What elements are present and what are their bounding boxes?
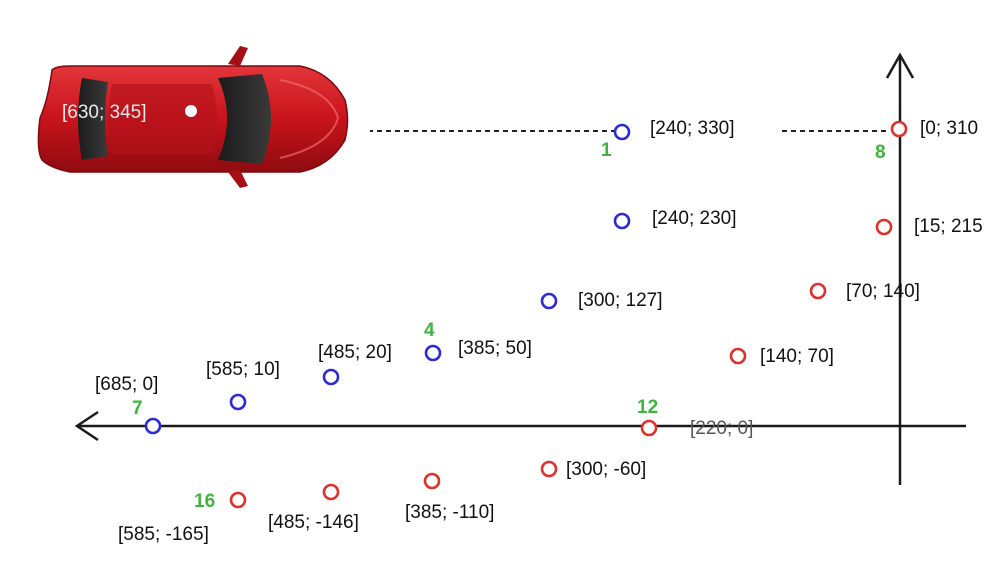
point-r12: [220; 0] 12 (637, 397, 753, 439)
red-point-marker (875, 218, 893, 236)
point-b6: [585; 10] (206, 359, 280, 411)
point-coordinate-label: [585; 10] (206, 359, 280, 380)
point-r13: [300; -60] (540, 459, 646, 480)
point-r9: [15; 215 (875, 216, 983, 237)
red-point-marker (540, 460, 558, 478)
point-coordinate-label: [240; 330] (650, 118, 735, 139)
blue-point-marker (613, 123, 631, 141)
left-arrowhead-icon (74, 410, 99, 442)
point-r16: [585; -165] 16 (118, 491, 247, 545)
point-coordinate-label: [685; 0] (95, 374, 158, 395)
point-coordinate-label: [585; -165] (118, 524, 209, 545)
vertical-axis (885, 52, 915, 485)
blue-point-marker (322, 368, 340, 386)
points-layer: [240; 330] 1 [240; 230] [300; 127] [385; 50]… (95, 118, 983, 545)
red-point-marker (229, 491, 247, 509)
blue-point-marker (613, 212, 631, 230)
point-b1: [240; 330] 1 (601, 118, 735, 161)
red-point-marker (322, 483, 340, 501)
car-position-dot (185, 105, 197, 117)
point-coordinate-label: [70; 140] (846, 281, 920, 302)
point-r8: [0; 310 8 (875, 118, 978, 163)
point-coordinate-label: [140; 70] (760, 346, 834, 367)
point-b5: [485; 20] (318, 342, 392, 386)
point-b4: [385; 50] 4 (424, 320, 532, 362)
point-coordinate-label: [485; -146] (268, 512, 359, 533)
point-coordinate-label: [385; -110] (405, 502, 494, 523)
red-point-marker (729, 347, 747, 365)
point-coordinate-label: [485; 20] (318, 342, 392, 363)
point-r11: [140; 70] (729, 346, 834, 367)
blue-point-marker (229, 393, 247, 411)
point-coordinate-label: [220; 0] (690, 418, 753, 439)
point-b2: [240; 230] (613, 208, 737, 230)
blue-point-marker (144, 417, 162, 435)
point-number-label: 4 (424, 320, 435, 341)
point-b7: [685; 0] 7 (95, 374, 162, 435)
point-coordinate-label: [0; 310 (920, 118, 978, 139)
point-r15: [485; -146] (268, 483, 359, 533)
point-b3: [300; 127] (540, 290, 663, 311)
red-point-marker (640, 419, 658, 437)
car-position-label: [630; 345] (62, 102, 147, 123)
point-coordinate-label: [300; 127] (578, 290, 663, 311)
point-coordinate-label: [240; 230] (652, 208, 737, 229)
car-image: [630; 345] (20, 40, 370, 220)
point-coordinate-label: [300; -60] (566, 459, 646, 480)
point-coordinate-label: [385; 50] (458, 338, 532, 359)
blue-point-marker (424, 344, 442, 362)
up-arrowhead-icon (885, 52, 915, 79)
blue-point-marker (540, 292, 558, 310)
point-number-label: 7 (132, 398, 143, 419)
point-coordinate-label: [15; 215 (914, 216, 983, 237)
point-r10: [70; 140] (809, 281, 920, 302)
red-point-marker (890, 120, 908, 138)
point-number-label: 8 (875, 142, 886, 163)
red-point-marker (423, 472, 441, 490)
horizontal-axis (74, 410, 966, 442)
point-number-label: 16 (194, 491, 215, 512)
red-point-marker (809, 282, 827, 300)
point-number-label: 1 (601, 140, 612, 161)
point-r14: [385; -110] (405, 472, 494, 523)
point-number-label: 12 (637, 397, 658, 418)
